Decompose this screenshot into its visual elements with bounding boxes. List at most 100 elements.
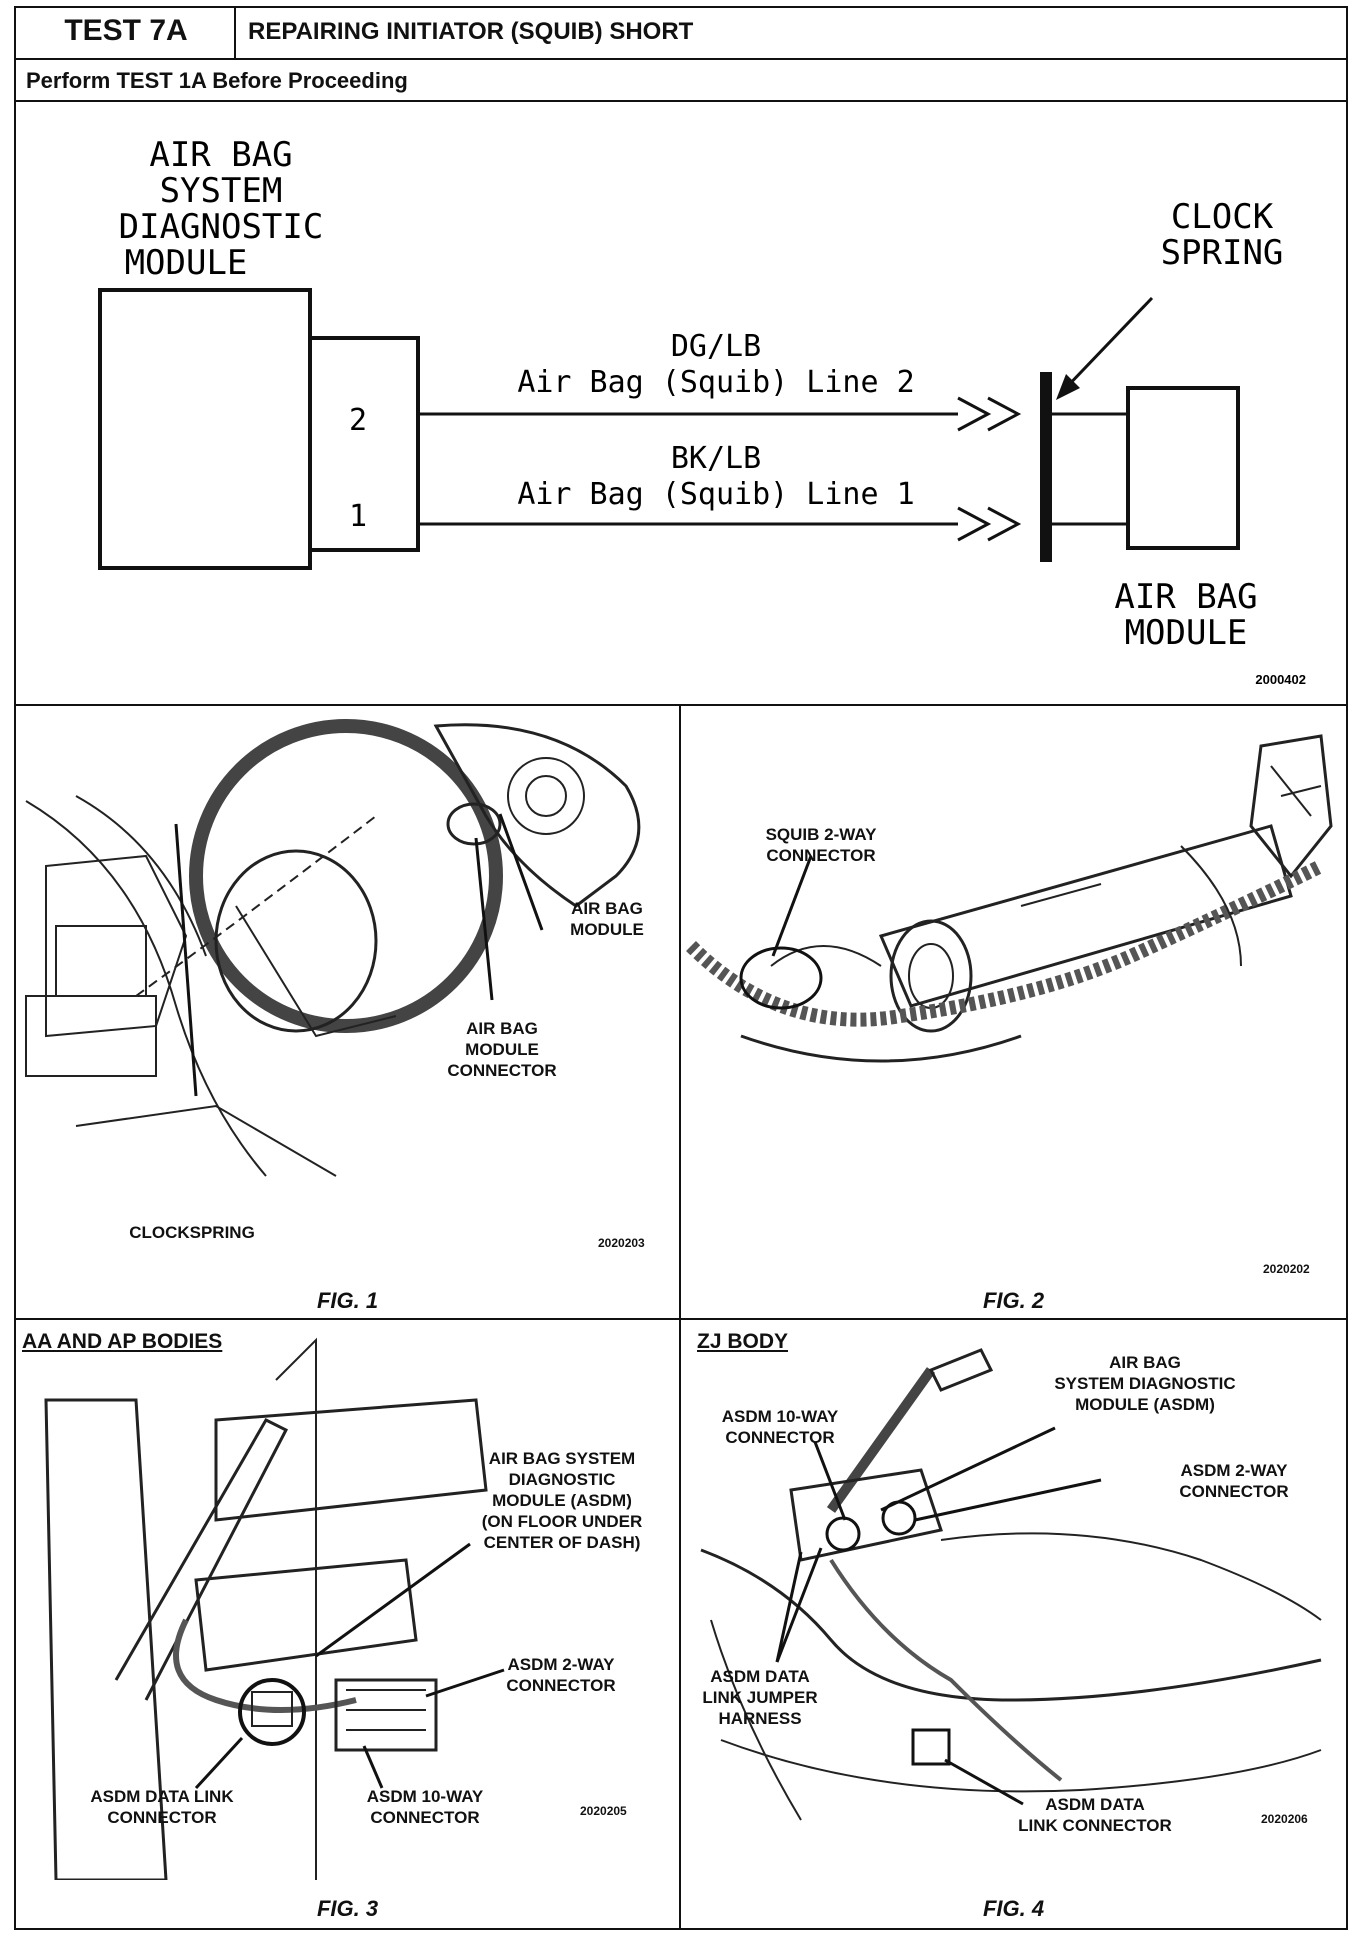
callout-line: CONNECTOR	[107, 1808, 217, 1827]
header-vertical-divider	[234, 8, 236, 58]
callout-line: SQUIB 2-WAY	[765, 825, 877, 844]
test-page: TEST 7A REPAIRING INITIATOR (SQUIB) SHOR…	[14, 6, 1348, 1930]
fig-1-connector-leader	[474, 837, 494, 1001]
callout-line: ASDM 2-WAY	[1180, 1461, 1288, 1480]
callout-line: ASDM DATA	[1045, 1795, 1145, 1814]
fig-2-cell: SQUIB 2-WAY CONNECTOR 2020202 FIG. 2	[681, 706, 1346, 1318]
callout-line: DIAGNOSTIC	[508, 1470, 616, 1489]
fig-3-data-link-leader	[194, 1736, 244, 1790]
callout-line: ASDM DATA	[710, 1667, 810, 1686]
fig-4-callout-data-link: ASDM DATA LINK CONNECTOR	[1015, 1794, 1175, 1836]
line-2-connector-mark-b	[987, 396, 1022, 432]
callout-line: AIR BAG SYSTEM	[488, 1449, 636, 1468]
schematic-diagram: AIR BAG SYSTEM DIAGNOSTIC MODULE 2 1 DG/…	[16, 102, 1346, 696]
wire-1-label: Air Bag (Squib) Line 1	[517, 477, 914, 512]
fig-4-data-link-leader	[944, 1758, 1024, 1806]
clock-spring-label-line-1: CLOCK	[1171, 197, 1274, 237]
callout-line: CONNECTOR	[370, 1808, 480, 1827]
fig-4-harness-leader-a	[775, 1547, 823, 1663]
pin-2-label: 2	[349, 403, 367, 438]
airbag-label-line-2: MODULE	[1125, 613, 1248, 653]
callout-line: MODULE (ASDM)	[1075, 1395, 1215, 1414]
fig-4-callout-asdm: AIR BAG SYSTEM DIAGNOSTIC MODULE (ASDM)	[1045, 1352, 1245, 1415]
callout-line: CENTER OF DASH)	[483, 1533, 641, 1552]
fig-1-caption: FIG. 1	[316, 1288, 379, 1313]
callout-line: CONNECTOR	[725, 1428, 835, 1447]
figures-center-divider	[679, 704, 681, 1928]
line-1-connector-mark-a	[957, 506, 992, 542]
fig-4-harness-leader-b	[775, 1551, 803, 1663]
module-connector-box	[308, 336, 420, 552]
fig-4-2way-leader	[914, 1478, 1102, 1522]
callout-line: MODULE (ASDM)	[492, 1491, 632, 1510]
fig-4-caption: FIG. 4	[982, 1896, 1045, 1921]
callout-line: AIR BAG	[466, 1019, 538, 1038]
callout-line: CONNECTOR	[447, 1061, 557, 1080]
prereq-divider	[16, 100, 1346, 102]
schematic-part-number: 2000402	[1255, 672, 1306, 687]
airbag-label-line-1: AIR BAG	[1114, 577, 1257, 617]
fig-4-cell: ZJ BODY AIR BAG SYSTEM D	[681, 1320, 1346, 1928]
fig-2-part-number: 2020202	[1263, 1262, 1310, 1276]
callout-line: HARNESS	[718, 1709, 802, 1728]
callout-line: ASDM 10-WAY	[366, 1787, 484, 1806]
test-id: TEST 7A	[64, 14, 188, 47]
callout-line: CONNECTOR	[766, 846, 876, 865]
fig-4-illustration	[700, 1348, 1322, 1821]
callout-line: ASDM DATA LINK	[90, 1787, 234, 1806]
module-label-line-2: SYSTEM	[160, 171, 283, 211]
fig-4-callout-jumper-harness: ASDM DATA LINK JUMPER HARNESS	[695, 1666, 825, 1729]
fig-1-clockspring-leader	[174, 823, 198, 1097]
schematic-svg: AIR BAG SYSTEM DIAGNOSTIC MODULE 2 1 DG/…	[98, 135, 1306, 687]
fig-1-airbag-module-leader	[498, 813, 544, 931]
callout-line: AIR BAG	[571, 899, 643, 918]
fig-3-illustration	[44, 1337, 505, 1880]
fig-3-section-title: AA AND AP BODIES	[22, 1330, 223, 1353]
clock-spring-pointer	[1060, 296, 1154, 394]
fig-2-connector-circle	[739, 946, 823, 1010]
module-label-line-1: AIR BAG	[149, 135, 292, 175]
clock-spring-label-line-2: SPRING	[1161, 233, 1284, 273]
fig-3-asdm-leader	[315, 1542, 471, 1658]
fig-4-data-link-box	[911, 1728, 951, 1766]
airbag-module-box	[1126, 386, 1240, 550]
callout-line: SYSTEM DIAGNOSTIC	[1054, 1374, 1236, 1393]
callout-line: CLOCKSPRING	[129, 1223, 255, 1242]
wire-2-color-code: DG/LB	[671, 329, 761, 364]
fig-2-callout-squib-connector: SQUIB 2-WAY CONNECTOR	[741, 824, 901, 866]
clock-spring-arrowhead	[1056, 374, 1080, 400]
pin-1-label: 1	[349, 499, 367, 534]
module-label-line-4: MODULE	[125, 243, 248, 283]
header-divider	[16, 58, 1346, 60]
fig-3-callout-asdm: AIR BAG SYSTEM DIAGNOSTIC MODULE (ASDM) …	[462, 1448, 662, 1553]
line-1-connector-mark-b	[987, 506, 1022, 542]
callout-line: CONNECTOR	[506, 1676, 616, 1695]
fig-2-caption: FIG. 2	[982, 1288, 1045, 1313]
callout-line: LINK CONNECTOR	[1018, 1816, 1172, 1835]
fig-1-callout-clockspring: CLOCKSPRING	[112, 1222, 272, 1243]
callout-line: LINK JUMPER	[702, 1688, 818, 1707]
fig-2-connector-leader	[771, 855, 813, 957]
callout-line: (ON FLOOR UNDER	[481, 1512, 643, 1531]
fig-2-illustration	[686, 734, 1333, 1063]
module-label-line-3: DIAGNOSTIC	[119, 207, 324, 247]
fig-3-10way-leader	[362, 1745, 384, 1789]
fig-3-cell: AA AND AP BODIES AIR BAG SYSTEM DIAGNOST…	[16, 1320, 679, 1928]
fig-1-callout-module-connector: AIR BAG MODULE CONNECTOR	[432, 1018, 572, 1081]
fig-3-callout-10way: ASDM 10-WAY CONNECTOR	[350, 1786, 500, 1828]
fig-3-callout-data-link: ASDM DATA LINK CONNECTOR	[72, 1786, 252, 1828]
fig-1-callout-airbag-module: AIR BAG MODULE	[552, 898, 662, 940]
prerequisite-note: Perform TEST 1A Before Proceeding	[26, 68, 408, 93]
clock-spring-bar	[1040, 372, 1052, 562]
fig-3-2way-leader	[425, 1668, 505, 1698]
diagnostic-module-box	[98, 288, 312, 570]
callout-line: MODULE	[465, 1040, 539, 1059]
fig-4-callout-2way: ASDM 2-WAY CONNECTOR	[1159, 1460, 1309, 1502]
fig-3-data-link-circle	[238, 1678, 306, 1746]
fig-4-10way-circle	[825, 1516, 861, 1552]
fig-4-10way-leader	[813, 1441, 847, 1521]
schematic-bottom-divider	[16, 704, 1346, 706]
callout-line: CONNECTOR	[1179, 1482, 1289, 1501]
callout-line: ASDM 2-WAY	[507, 1655, 615, 1674]
wire-1-color-code: BK/LB	[671, 441, 761, 476]
